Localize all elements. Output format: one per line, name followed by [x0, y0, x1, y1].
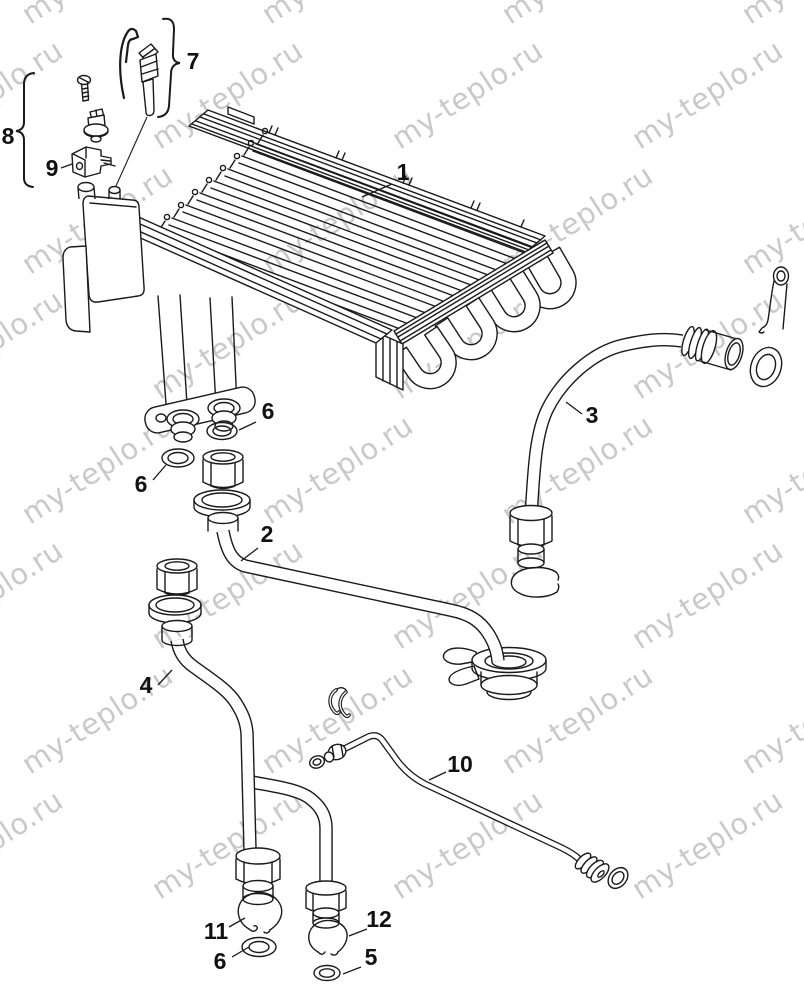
gasket-washer-6a	[206, 421, 238, 441]
watermark-text: my-teplo.ru	[735, 408, 804, 531]
lower-connection-pipe	[148, 558, 347, 929]
electrode-injector	[83, 108, 109, 143]
brace-part-7	[157, 17, 181, 118]
pipe-3-union-nut	[509, 504, 553, 569]
leader-line-11	[228, 917, 246, 928]
watermark-text: my-teplo.ru	[625, 783, 789, 906]
wire-clip	[328, 687, 351, 719]
watermark-text: my-teplo.ru	[15, 0, 179, 31]
part-label-6c-gasket-washer: 6	[214, 948, 227, 974]
exchanger-right-rail	[375, 239, 554, 391]
electrode-screw	[76, 74, 92, 102]
pipe-4-end-nut-left	[235, 847, 281, 906]
ignition-electrode	[115, 27, 159, 187]
leader-line-12	[348, 928, 368, 937]
exchanger-front-rail	[99, 206, 393, 344]
leader-line-2	[240, 547, 259, 562]
exchanger-u-bends	[393, 246, 577, 390]
snap-ring-pipe-3	[510, 566, 560, 598]
diagram-line-art	[15, 17, 790, 982]
small-washer-5	[313, 964, 341, 982]
watermark-text: my-teplo.ru	[15, 658, 179, 781]
part-label-4-lower-connection-pipe: 4	[140, 672, 153, 698]
leader-line-1	[361, 183, 393, 198]
watermark-text: my-teplo.ru	[255, 408, 419, 531]
part-label-3-right-connection-pipe: 3	[586, 402, 599, 428]
pipe-4-union-nut	[148, 558, 202, 647]
spring-clip	[758, 266, 790, 334]
exchanger-left-header	[62, 181, 145, 333]
part-label-11-snap-ring-large: 11	[204, 918, 229, 944]
part-label-9-retaining-bracket: 9	[46, 155, 59, 181]
part-label-10-sensor-pipe: 10	[447, 751, 473, 777]
part-label-6a-gasket-washer: 6	[262, 398, 275, 424]
leader-line-5	[342, 966, 362, 975]
watermark-text: my-teplo.ru	[735, 158, 804, 281]
part-label-1-heat-exchanger: 1	[397, 159, 410, 185]
sensor-pipe-washer	[308, 755, 326, 769]
mounting-flange	[144, 386, 256, 443]
part-label-7-ignition-electrode: 7	[187, 48, 200, 74]
watermark-text: my-teplo.ru	[625, 33, 789, 156]
brace-part-8	[15, 72, 35, 188]
sensor-pipe-o-ring	[607, 866, 629, 890]
sensor-pipe-end-fitting	[574, 852, 610, 883]
gasket-washer-6b	[161, 448, 195, 468]
watermark-text: my-teplo.ru	[495, 0, 659, 31]
heat-exchanger	[62, 106, 577, 443]
watermark-text: my-teplo.ru	[625, 533, 789, 656]
watermark-text: my-teplo.ru	[0, 533, 69, 656]
snap-ring-11	[237, 891, 283, 934]
right-connection-pipe	[509, 325, 744, 569]
pipe-3-end-fitting	[681, 325, 744, 371]
part-label-2-upper-connection-pipe: 2	[261, 521, 274, 547]
watermark-text: my-teplo.ru	[145, 783, 309, 906]
sensor-pipe	[308, 732, 629, 890]
leader-line-6a	[238, 421, 257, 431]
leader-line-6c	[231, 946, 250, 958]
snap-ring-12	[308, 919, 348, 956]
sensor-pipe-nut	[323, 743, 347, 763]
pipe-2-union-nut	[193, 449, 251, 532]
leader-line-4	[157, 669, 173, 686]
leader-line-3	[565, 401, 583, 415]
watermark-text: my-teplo.ru	[385, 33, 549, 156]
watermark-text: my-teplo.ru	[0, 283, 69, 406]
watermark-text: my-teplo.ru	[735, 658, 804, 781]
leader-line-9	[60, 163, 73, 169]
part-label-5-small-washer: 5	[365, 944, 378, 970]
part-label-6b-gasket-washer: 6	[135, 471, 148, 497]
watermark-text: my-teplo.ru	[0, 783, 69, 906]
leader-line-10	[428, 771, 447, 781]
part-label-12-snap-ring-small: 12	[366, 906, 392, 932]
pipe-4-end-nut-right	[305, 880, 347, 929]
pipe-3-o-ring	[749, 346, 783, 388]
upper-connection-pipe	[193, 449, 505, 662]
watermark-text: my-teplo.ru	[255, 0, 419, 31]
leader-line-6b	[152, 464, 167, 481]
part-label-8-electrode-fixing-kit: 8	[2, 123, 15, 149]
exchanger-rear-rail	[188, 106, 546, 253]
retaining-bracket	[71, 146, 116, 178]
watermark-text: my-teplo.ru	[735, 0, 804, 31]
gasket-washer-6c	[241, 936, 277, 958]
